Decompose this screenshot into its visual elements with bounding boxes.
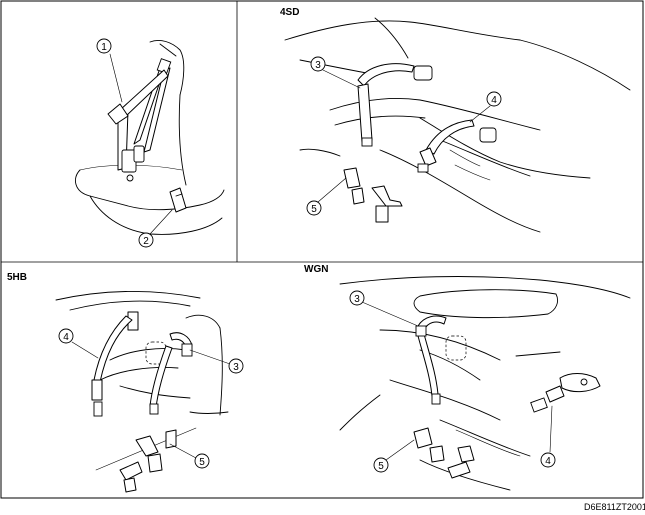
- callout-5-wgn-circle: [373, 457, 389, 473]
- callout-3-sd-circle: [310, 56, 326, 72]
- figure-code: D6E811ZT2001: [584, 502, 645, 512]
- callout-4-sd: 4: [491, 95, 497, 106]
- callout-2: 2: [143, 236, 149, 247]
- callout-5-hb: 5: [199, 457, 205, 468]
- callout-5-sd: 5: [311, 204, 317, 215]
- diagram-border: [0, 0, 644, 499]
- panel-label-wgn: WGN: [304, 264, 328, 275]
- hatchback-rear-seat-illustration: [55, 290, 229, 493]
- callout-3-hb-circle: [228, 358, 244, 374]
- callout-3-wgn: 3: [354, 294, 360, 305]
- callout-5-wgn: 5: [378, 461, 384, 472]
- panel-label-5hb: 5HB: [7, 272, 27, 283]
- callout-4-wgn: 4: [545, 456, 551, 467]
- callout-3-wgn-circle: [349, 290, 365, 306]
- callout-1-circle: [96, 38, 112, 54]
- callout-4-sd-circle: [486, 91, 502, 107]
- panel-label-4sd: 4SD: [280, 7, 299, 18]
- callout-4-hb: 4: [63, 332, 69, 343]
- callout-5-sd-circle: [306, 200, 322, 216]
- sedan-rear-seat-illustration: [284, 17, 631, 233]
- callout-3-hb: 3: [233, 362, 239, 373]
- callout-4-hb-circle: [58, 328, 74, 344]
- callout-4-wgn-circle: [540, 452, 556, 468]
- callout-1: 1: [101, 42, 107, 53]
- front-seat-belt-illustration: [74, 39, 225, 235]
- callout-3-sd: 3: [315, 60, 321, 71]
- wagon-rear-seat-illustration: [339, 276, 631, 491]
- callout-5-hb-circle: [194, 453, 210, 469]
- callout-2-circle: [138, 232, 154, 248]
